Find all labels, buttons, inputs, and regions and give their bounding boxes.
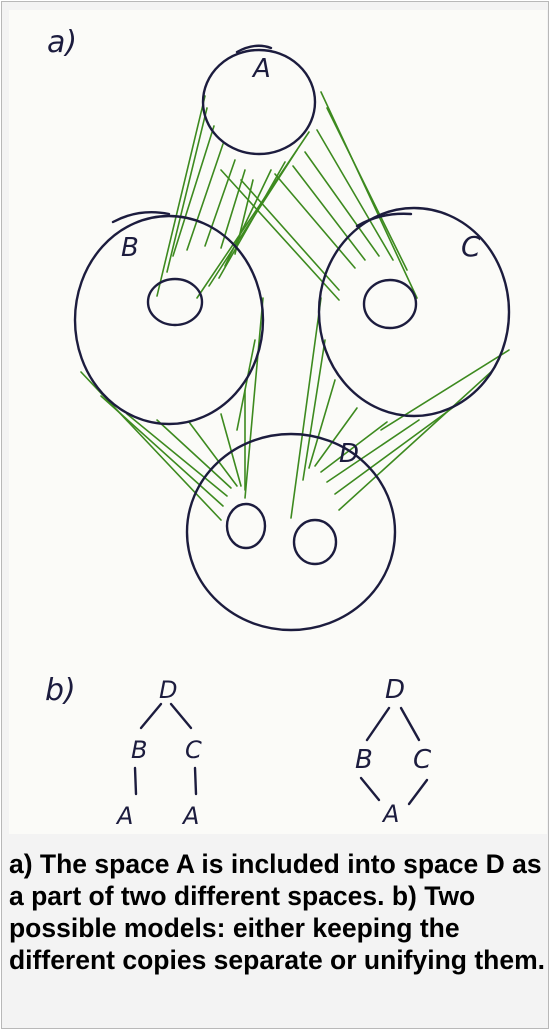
d-inner-copy-left: [225, 502, 267, 550]
tree-left-leaf-a1: A: [115, 802, 133, 830]
tree-left-edge-dc: [169, 702, 193, 730]
hand-drawn-sketch: a) b): [9, 10, 547, 834]
sketch-svg: a) b): [45, 25, 511, 830]
tree-left-child-c: C: [185, 736, 202, 764]
tree-separate-copies: D B C A A: [115, 676, 202, 830]
tree-right-edge-db: [365, 706, 391, 742]
tree-left-child-b: B: [131, 736, 147, 764]
tree-left-root: D: [159, 676, 177, 704]
tree-right-child-b: B: [355, 745, 373, 775]
tree-left-edge-db: [139, 702, 163, 730]
node-d-label: D: [339, 439, 359, 469]
space-c-tick: [355, 212, 413, 228]
projection-hatching: [80, 91, 510, 521]
tree-right-edge-dc: [399, 706, 421, 742]
d-inner-copy-right: [292, 518, 338, 566]
space-c-circle: [317, 206, 511, 418]
tree-unified-copy: D B C A: [355, 675, 432, 828]
tree-right-edge-ca: [407, 778, 429, 806]
tree-left-edge-ca: [193, 766, 198, 796]
space-b-tick: [111, 211, 171, 224]
tree-right-edge-ba: [359, 776, 381, 802]
space-d-circle: [185, 432, 397, 632]
node-c-label: C: [461, 230, 481, 263]
panel-b-label: b): [45, 673, 76, 708]
tree-right-root: D: [385, 675, 405, 705]
tree-left-leaf-a2: A: [181, 802, 199, 830]
tree-right-child-c: C: [413, 745, 432, 775]
tree-left-edge-ba: [133, 766, 138, 796]
panel-a-label: a): [47, 25, 77, 60]
space-b-circle: [73, 214, 265, 426]
space-a-tick: [235, 44, 273, 54]
tree-right-shared-leaf-a: A: [381, 800, 399, 828]
space-a-circle: [201, 48, 317, 156]
node-b-label: B: [121, 233, 139, 263]
b-inner-copy: [146, 277, 204, 327]
c-inner-copy: [362, 278, 418, 330]
node-a-label: A: [251, 54, 271, 84]
figure-caption: a) The space A is included into space D …: [9, 849, 545, 975]
